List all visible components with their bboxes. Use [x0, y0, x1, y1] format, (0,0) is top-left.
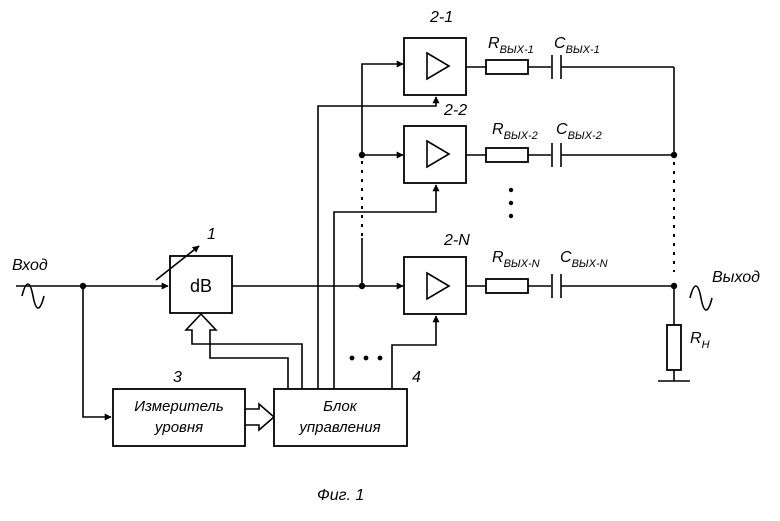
control-block-line1: Блок	[323, 398, 358, 415]
ellipsis-dot	[509, 214, 513, 218]
capacitor-2-n-label: CВЫХ-N	[560, 249, 608, 270]
resistor-2-1	[486, 60, 528, 74]
level-meter-line2: уровня	[154, 419, 203, 436]
amplifier-2-2-number: 2-2	[443, 102, 467, 119]
amplifier-2-n-block	[404, 257, 466, 314]
bus-upper-line	[362, 64, 403, 156]
output-sine-icon	[690, 286, 712, 310]
ellipsis-dot	[364, 356, 369, 361]
amplifier-2-1-number: 2-1	[429, 9, 453, 26]
ellipsis-dot	[509, 188, 513, 192]
level-meter-line1: Измеритель	[134, 398, 224, 415]
controller-to-attenuator-hollow-bus	[186, 314, 302, 389]
attenuator-text: dB	[190, 276, 212, 296]
output-label: Выход	[712, 269, 760, 286]
control-block-line2: управления	[298, 419, 380, 436]
load-label: RН	[690, 330, 710, 351]
attenuator-number: 1	[207, 226, 216, 243]
resistor-2-n-label: RВЫХ-N	[492, 249, 540, 270]
capacitor-2-2-label: CВЫХ-2	[556, 121, 602, 142]
resistor-2-2-label: RВЫХ-2	[492, 121, 538, 142]
meter-to-controller-hollow-arrow	[245, 404, 274, 430]
load-resistor	[667, 325, 681, 370]
meter-input-line	[83, 286, 111, 417]
amplifier-2-1-block	[404, 38, 466, 95]
input-label: Вход	[12, 257, 48, 274]
input-sine-icon	[22, 284, 44, 308]
ellipsis-dot	[378, 356, 383, 361]
resistor-2-n	[486, 279, 528, 293]
amplifier-2-n-number: 2-N	[443, 232, 470, 249]
figure-caption: Фиг. 1	[317, 487, 364, 504]
amplifier-2-2-block	[404, 126, 466, 183]
control-block-number: 4	[412, 369, 421, 386]
ellipsis-dot	[350, 356, 355, 361]
resistor-2-1-label: RВЫХ-1	[488, 35, 534, 56]
capacitor-2-1-label: CВЫХ-1	[554, 35, 600, 56]
ellipsis-dot	[509, 201, 513, 205]
level-meter-number: 3	[173, 369, 182, 386]
output-junction-dot-2	[671, 152, 677, 158]
resistor-2-2	[486, 148, 528, 162]
